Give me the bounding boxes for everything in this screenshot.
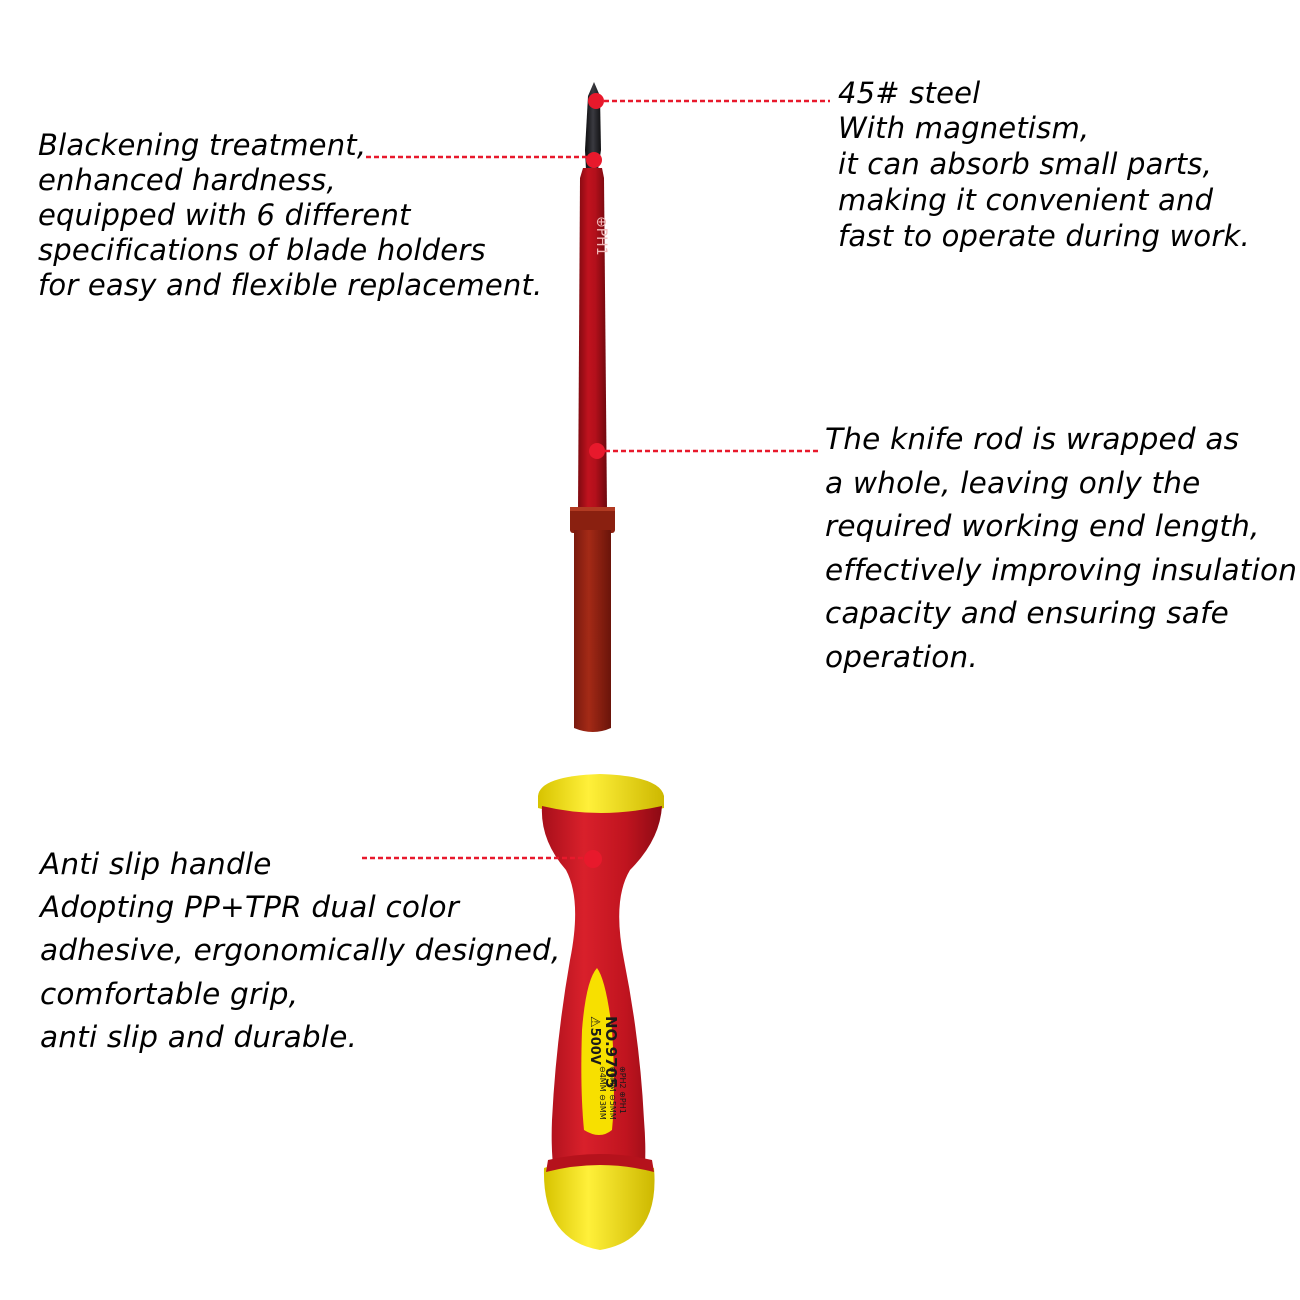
handle-marking: NO.9705 ⚠500V ⊕PH2 ⊕PH1 ⊖6MM ⊖5MM ⊖4MM ⊖… [587,1016,627,1120]
blade-marking: ⊕PH1 [593,216,609,256]
callout-line: Adopting PP+TPR dual color [40,890,460,925]
handle-grip-window [581,968,614,1135]
marker-dot-blackening [586,152,602,168]
insulation-sleeve [574,530,611,732]
callout-line: equipped with 6 different [38,198,411,232]
callout-line: anti slip and durable. [40,1019,358,1054]
callout-line: enhanced hardness, [38,163,336,197]
callout-line: adhesive, ergonomically designed, [40,933,561,968]
marker-dot-rod [589,443,605,459]
callout-line: a whole, leaving only the [825,465,1201,500]
callout-line: The knife rod is wrapped as [825,422,1240,456]
handle-spec-3: ⊖4MM ⊖3MM [598,1066,607,1120]
marker-dot-tip [588,93,604,109]
handle-voltage: ⚠500V [587,1016,602,1065]
callout-line: making it convenient and [838,183,1214,217]
callout-blackening-text: Blackening treatment, enhanced hardness,… [38,128,542,303]
handle-bottom-cap [543,1159,655,1250]
callout-rod-text: The knife rod is wrapped as a whole, lea… [825,418,1297,680]
handle-spec-1: ⊕PH2 ⊕PH1 [618,1066,627,1114]
marker-dot-handle [584,850,602,868]
callout-line: operation. [825,639,979,674]
callout-line: for easy and flexible replacement. [38,268,543,302]
callout-line: fast to operate during work. [838,219,1250,253]
callout-line: it can absorb small parts, [838,147,1213,181]
handle-model: NO.9705 [602,1016,620,1088]
callout-handle-text: Anti slip handle Adopting PP+TPR dual co… [40,843,561,1059]
callout-line: 45# steel [838,76,981,110]
blade-rod [578,168,607,510]
callout-line: effectively improving insulation [825,552,1298,587]
callout-line: Blackening treatment, [38,128,367,162]
callout-line: Anti slip handle [40,847,272,881]
handle-top-cap [538,774,664,816]
callout-line: comfortable grip, [40,976,299,1011]
sleeve-collar [570,507,615,533]
callout-line: With magnetism, [838,111,1090,145]
callout-line: specifications of blade holders [38,233,486,267]
handle-spec-2: ⊖6MM ⊖5MM [608,1066,617,1120]
callout-line: capacity and ensuring safe [825,596,1230,631]
callout-tip-text: 45# steel With magnetism, it can absorb … [838,76,1250,254]
callout-line: required working end length, [825,509,1260,544]
